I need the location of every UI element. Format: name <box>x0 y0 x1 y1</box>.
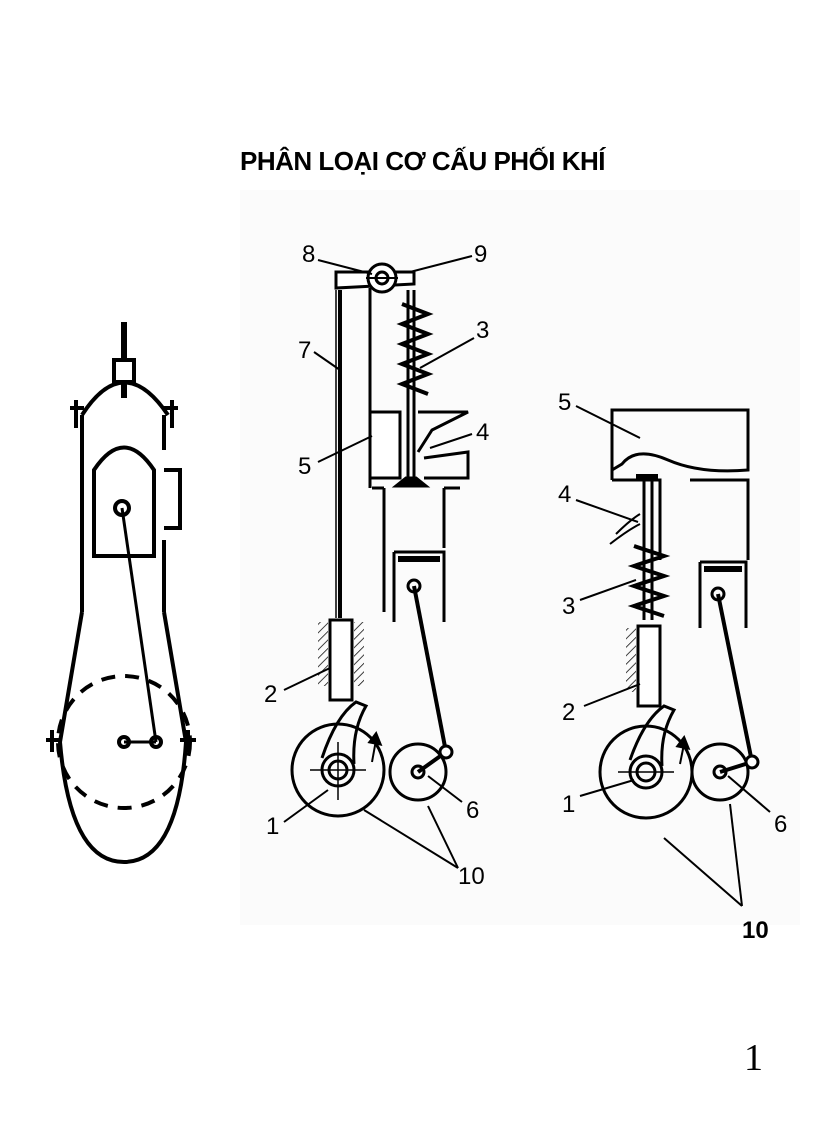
label-1: 1 <box>562 791 575 818</box>
diagram-panel <box>240 190 800 925</box>
side-valve-labels: 5 4 3 2 1 6 10 <box>558 389 787 944</box>
label-6: 6 <box>774 811 787 838</box>
label-2: 2 <box>264 681 277 708</box>
page-title: PHÂN LOẠI CƠ CẤU PHỐI KHÍ <box>240 146 606 176</box>
label-6: 6 <box>466 797 479 824</box>
label-3: 3 <box>476 317 489 344</box>
ohv-rocker-mechanism <box>290 262 470 818</box>
label-7: 7 <box>298 337 311 364</box>
label-8: 8 <box>302 241 315 268</box>
ohv-labels: 8 9 7 3 4 5 2 1 6 10 <box>264 241 489 890</box>
engine-outline-left <box>46 322 196 865</box>
label-10: 10 <box>742 917 769 944</box>
side-valve-mechanism <box>598 408 760 820</box>
label-9: 9 <box>474 241 487 268</box>
label-5: 5 <box>298 453 311 480</box>
label-10: 10 <box>458 863 485 890</box>
label-4: 4 <box>476 419 489 446</box>
label-5: 5 <box>558 389 571 416</box>
label-2: 2 <box>562 699 575 726</box>
label-3: 3 <box>562 593 575 620</box>
label-4: 4 <box>558 481 571 508</box>
page-number: 1 <box>744 1037 763 1079</box>
label-1: 1 <box>266 813 279 840</box>
